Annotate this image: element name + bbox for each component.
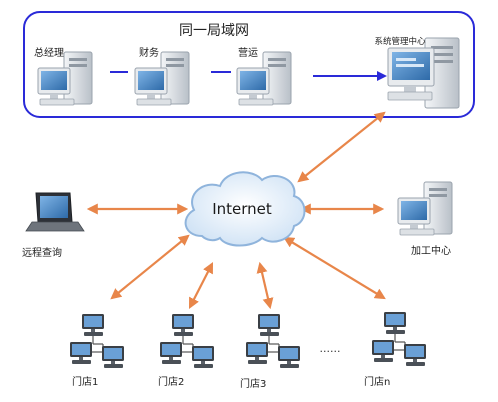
store-label-2: 门店2 bbox=[158, 375, 184, 388]
node-label-finance: 财务 bbox=[139, 46, 159, 59]
processing-center-label: 加工中心 bbox=[411, 244, 451, 257]
desktop-computer-icon bbox=[397, 181, 453, 236]
internet-cloud-icon bbox=[184, 171, 306, 247]
lan-title: 同一局域网 bbox=[179, 23, 249, 39]
node-label-operations: 营运 bbox=[238, 46, 258, 59]
internet-label: Internet bbox=[212, 200, 272, 218]
store-label-n: 门店n bbox=[364, 375, 390, 388]
link-internet-store2 bbox=[188, 262, 214, 309]
link-internet-store3 bbox=[256, 261, 274, 310]
store-network-icon bbox=[160, 314, 214, 368]
store-network-icon bbox=[372, 312, 426, 366]
link-internet-server bbox=[297, 111, 386, 183]
store-label-1: 门店1 bbox=[72, 375, 98, 388]
store-network-icon bbox=[246, 314, 300, 368]
ellipsis: ...... bbox=[320, 342, 341, 355]
store-label-3: 门店3 bbox=[240, 377, 266, 390]
laptop-icon bbox=[25, 192, 85, 232]
remote-query-label: 远程查询 bbox=[22, 246, 62, 259]
link-internet-store1 bbox=[110, 234, 190, 300]
node-label-general-manager: 总经理 bbox=[34, 46, 64, 59]
store-network-icon bbox=[70, 314, 124, 368]
server-label: 系统管理中心 bbox=[374, 36, 426, 47]
link-internet-storen bbox=[283, 236, 386, 300]
management-server-icon bbox=[387, 37, 460, 109]
